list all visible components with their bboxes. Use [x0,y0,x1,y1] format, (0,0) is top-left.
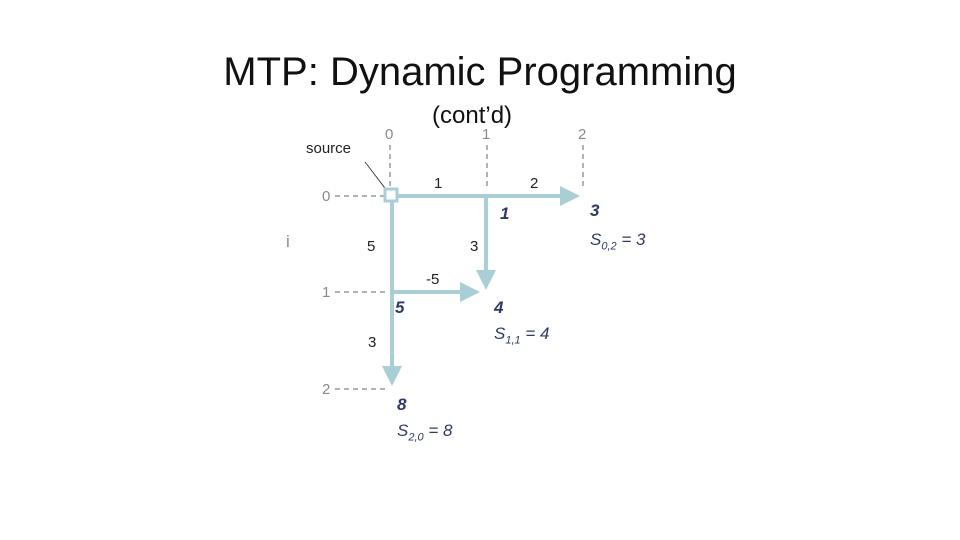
i-axis-label: i [286,232,290,251]
col-label-1: 1 [482,126,491,143]
node-score: 8 [397,395,407,414]
weight-label: 3 [368,334,377,351]
score-equation: S0,2 = 3 [590,230,646,253]
start-node [383,187,399,203]
weight-label: 1 [434,175,443,192]
source-label: source [306,140,352,157]
weight-label: 2 [530,175,539,192]
node-score: 5 [395,298,405,317]
node-score: 3 [590,201,600,220]
score-equation: S1,1 = 4 [494,324,550,347]
weight-label: 3 [470,238,479,255]
slide-title: MTP: Dynamic Programming [223,50,737,94]
node-score: 4 [494,298,504,317]
row-label-1: 1 [322,284,331,301]
score-equation: S2,0 = 8 [397,421,453,444]
node-score: 1 [500,204,510,223]
row-label-2: 2 [322,381,331,398]
source-pointer [364,161,389,193]
col-label-0: 0 [385,126,394,143]
weight-label: -5 [426,271,440,288]
col-label-2: 2 [578,126,587,143]
weight-label: 5 [367,238,376,255]
row-label-0: 0 [322,188,331,205]
slide-subtitle: (cont’d) [432,102,513,129]
